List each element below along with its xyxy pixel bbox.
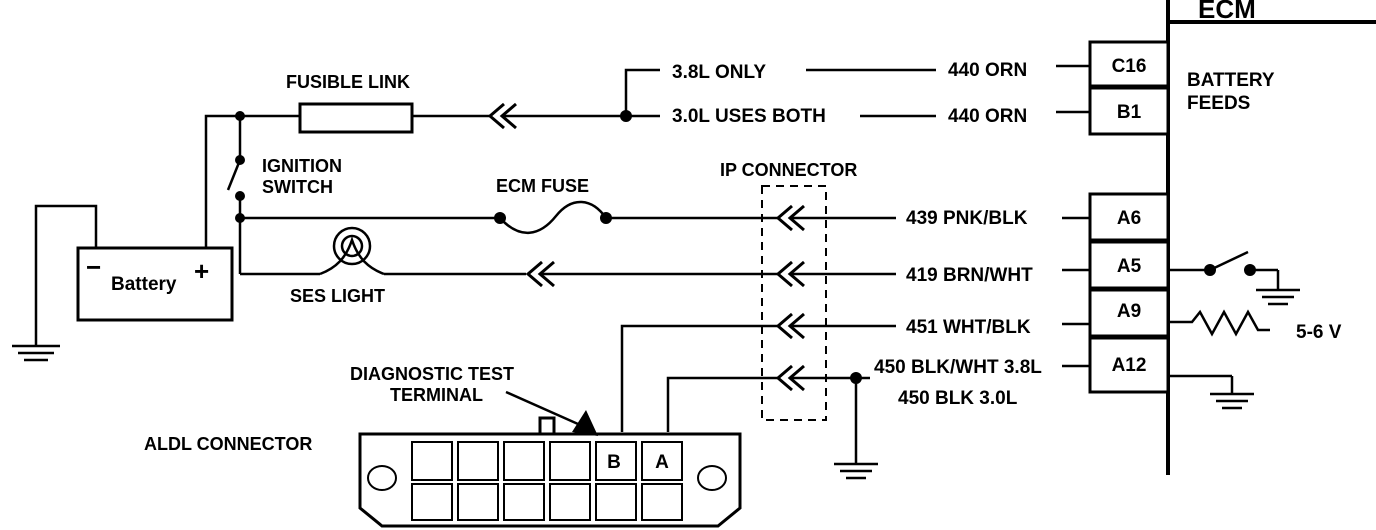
ground-icon	[834, 462, 878, 480]
ground-icon	[1256, 288, 1300, 306]
ecm-pin-a5-label: A5	[1117, 256, 1142, 277]
aldl-connector-label: ALDL CONNECTOR	[144, 434, 312, 454]
battery-label: Battery	[111, 274, 177, 295]
voltage-label: 5-6 V	[1296, 322, 1342, 343]
ecm-pin-a12-label: A12	[1112, 355, 1147, 376]
only-38-label: 3.8L ONLY	[672, 62, 766, 83]
battery: − + Battery	[76, 246, 234, 322]
wire-440-top-label: 440 ORN	[948, 60, 1027, 81]
ip-connector-outline	[761, 185, 827, 421]
ecm-label: ECM	[1198, 0, 1256, 24]
ses-light-icon	[319, 226, 385, 276]
ground-icon	[12, 344, 60, 362]
ground-icon	[1210, 392, 1254, 410]
aldl-connector: B A	[358, 416, 742, 528]
fusible-link-icon	[298, 102, 414, 134]
battery-feeds-label-2: FEEDS	[1187, 93, 1250, 114]
ecm-pin-b1-label: B1	[1117, 102, 1142, 123]
ses-light-label: SES LIGHT	[290, 286, 385, 306]
resistor-icon	[1168, 309, 1270, 337]
diag-test-label-1: DIAGNOSTIC TEST	[350, 364, 514, 384]
ip-connector-label: IP CONNECTOR	[720, 160, 857, 180]
wire-450-label-b: 450 BLK 3.0L	[898, 388, 1018, 409]
ecm-pin-a9-label: A9	[1117, 301, 1141, 322]
fusible-link-label: FUSIBLE LINK	[286, 72, 410, 92]
wire-440-bottom-label: 440 ORN	[948, 106, 1027, 127]
battery-feeds-label-1: BATTERY	[1187, 70, 1275, 91]
arrow-icon	[572, 410, 598, 436]
ecm-pin-b1	[1088, 86, 1170, 136]
ecm-pin-a5	[1088, 240, 1170, 290]
wire-419-label: 419 BRN/WHT	[906, 265, 1033, 286]
ecm-pin-a9	[1088, 288, 1170, 338]
ecm-fuse-label: ECM FUSE	[496, 176, 589, 196]
ecm-block: ECM BATTERY FEEDS C16 B1 A6 A5 A9 A12 5-…	[1088, 0, 1376, 475]
ignition-switch-icon	[226, 155, 245, 201]
ecm-pin-c16	[1088, 40, 1170, 88]
ecm-pin-c16-label: C16	[1112, 56, 1147, 77]
ignition-label-2: SWITCH	[262, 177, 333, 197]
ecm-pin-a12	[1088, 336, 1170, 394]
aldl-pin-a-label: A	[655, 452, 669, 473]
wire-439-label: 439 PNK/BLK	[906, 208, 1028, 229]
battery-minus-label: −	[86, 252, 101, 282]
aldl-pin-b-label: B	[607, 452, 621, 473]
wire-450-label-a: 450 BLK/WHT 3.8L	[874, 357, 1042, 378]
wire-451-label: 451 WHT/BLK	[906, 317, 1031, 338]
ignition-label-1: IGNITION	[262, 156, 342, 176]
diag-test-label-2: TERMINAL	[390, 385, 483, 405]
ecm-pin-a6-label: A6	[1117, 208, 1141, 229]
ecm-fuse-icon	[499, 200, 608, 235]
uses-both-30-label: 3.0L USES BOTH	[672, 106, 826, 127]
battery-plus-label: +	[194, 256, 209, 286]
